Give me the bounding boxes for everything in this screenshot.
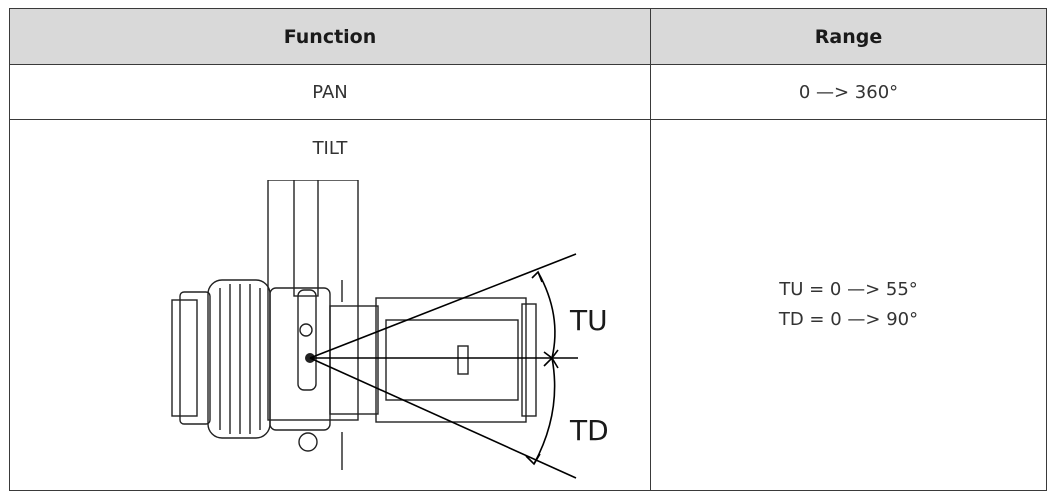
tilt-down-label: TD (569, 414, 609, 447)
header-row: Function Range (9, 8, 1047, 65)
fixture-mid-body (269, 287, 331, 431)
tilt-mid-arrowhead-down (543, 356, 559, 369)
fixture-rear-housing (267, 180, 359, 421)
table-row-tilt: TILT (9, 119, 1047, 491)
fixture-yoke-arm (293, 180, 319, 297)
cell-function-tilt: TILT (9, 119, 651, 491)
range-tilt-up: TU = 0 —> 55° (779, 279, 918, 300)
tilt-up-arc (537, 271, 556, 359)
fixture-front-ring (521, 303, 537, 417)
fixture-barrel-knob (457, 345, 469, 375)
header-range: Range (650, 8, 1047, 65)
tilt-up-line (309, 253, 577, 359)
tilt-up-label: TU (569, 304, 608, 337)
fixture-front-collar (329, 305, 379, 415)
fixture-knob-bottom (298, 432, 318, 452)
fixture-rear-cap (171, 299, 198, 417)
cell-function-pan: PAN (9, 64, 651, 120)
spec-table: Function Range PAN 0 —> 360° TILT (9, 8, 1047, 491)
fixture-knob-top (299, 323, 313, 337)
tilt-lines (309, 253, 578, 479)
table-row-pan: PAN 0 —> 360° (9, 64, 1047, 120)
tilt-mid-arrowhead-up (543, 349, 559, 360)
header-function: Function (9, 8, 651, 65)
cell-range-tilt: TU = 0 —> 55° TD = 0 —> 90° (650, 119, 1047, 491)
range-tilt-down: TD = 0 —> 90° (778, 309, 919, 330)
tilt-diagram: TU TD (171, 180, 609, 479)
fixture-body-fins (207, 279, 271, 439)
fixture-fins (219, 284, 261, 434)
fixture-drawing (171, 180, 537, 470)
tilt-down-arc (533, 357, 556, 465)
tilt-up-arrowhead (531, 270, 543, 283)
fixture-front-barrel (375, 297, 527, 423)
fixture-barrel-inner (385, 319, 519, 401)
tilt-down-arrowhead (525, 453, 541, 466)
fixture-yoke-lower (297, 289, 317, 391)
fixture-rear-ring (179, 291, 211, 425)
cell-range-pan: 0 —> 360° (650, 64, 1047, 120)
tilt-down-line (309, 357, 577, 479)
tilt-label: TILT (312, 138, 348, 159)
